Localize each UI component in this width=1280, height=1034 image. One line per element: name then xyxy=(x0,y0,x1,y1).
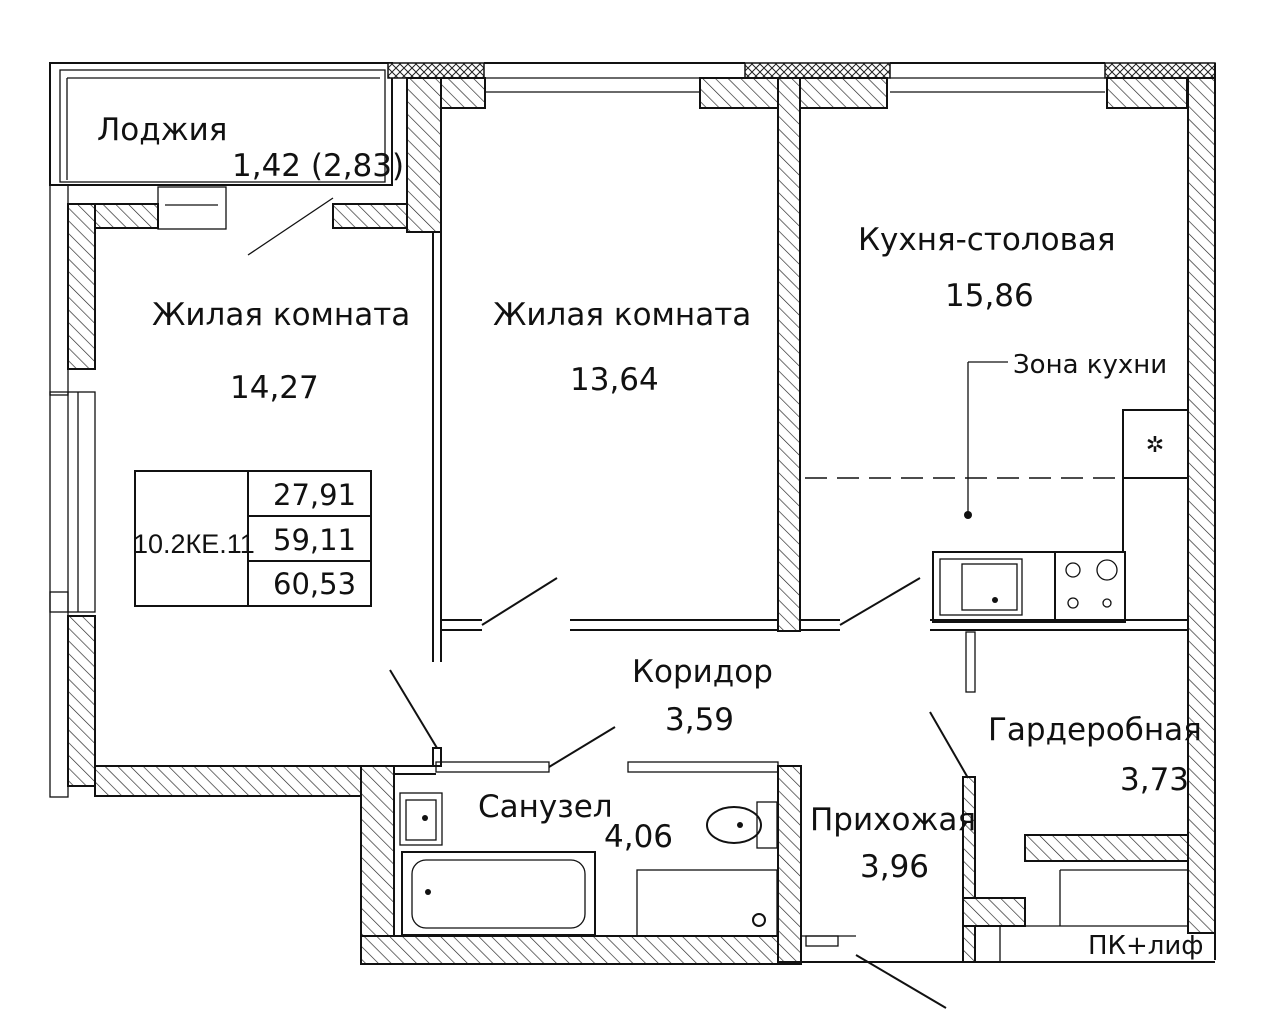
room2-details xyxy=(441,577,1188,631)
area-with-loggia: 60,53 xyxy=(273,567,356,601)
hall-details xyxy=(801,631,1215,1009)
living1-name: Жилая комната xyxy=(152,297,410,333)
living1-area: 14,27 xyxy=(230,370,319,406)
hallway-area: 3,96 xyxy=(860,849,929,885)
kitchen-name: Кухня-столовая xyxy=(858,222,1116,258)
summary-table: 10.2КЕ.11 27,91 59,11 60,53 xyxy=(133,470,372,607)
walls xyxy=(49,77,1216,965)
fan-icon: ✲ xyxy=(1146,433,1164,458)
bathroom-name: Санузел xyxy=(478,789,613,825)
corridor-name: Коридор xyxy=(632,654,773,690)
hallway-name: Прихожая xyxy=(810,802,976,838)
wardrobe-name: Гардеробная xyxy=(988,712,1202,748)
room-labels: Лоджия 1,42 (2,83) Жилая комната 14,27 Ж… xyxy=(97,112,1204,961)
loggia-name: Лоджия xyxy=(97,112,227,148)
living2-name: Жилая комната xyxy=(493,297,751,333)
area-living: 27,91 xyxy=(273,478,356,512)
loggia-area: 1,42 (2,83) xyxy=(232,148,404,184)
kitchen-area: 15,86 xyxy=(945,278,1034,314)
bathroom-details xyxy=(394,726,779,937)
shaft-label: ПК+лиф xyxy=(1088,931,1204,961)
bathroom-area: 4,06 xyxy=(604,819,673,855)
area-total: 59,11 xyxy=(273,523,356,557)
kitchen-equipment: ✲ xyxy=(805,361,1189,623)
apartment-code: 10.2КЕ.11 xyxy=(133,529,255,559)
corridor-area: 3,59 xyxy=(665,702,734,738)
wardrobe-area: 3,73 xyxy=(1120,762,1189,798)
living2-area: 13,64 xyxy=(570,362,659,398)
kitchen-zone-label: Зона кухни xyxy=(1013,350,1167,380)
loggia xyxy=(49,62,485,186)
room1-details xyxy=(49,186,442,767)
